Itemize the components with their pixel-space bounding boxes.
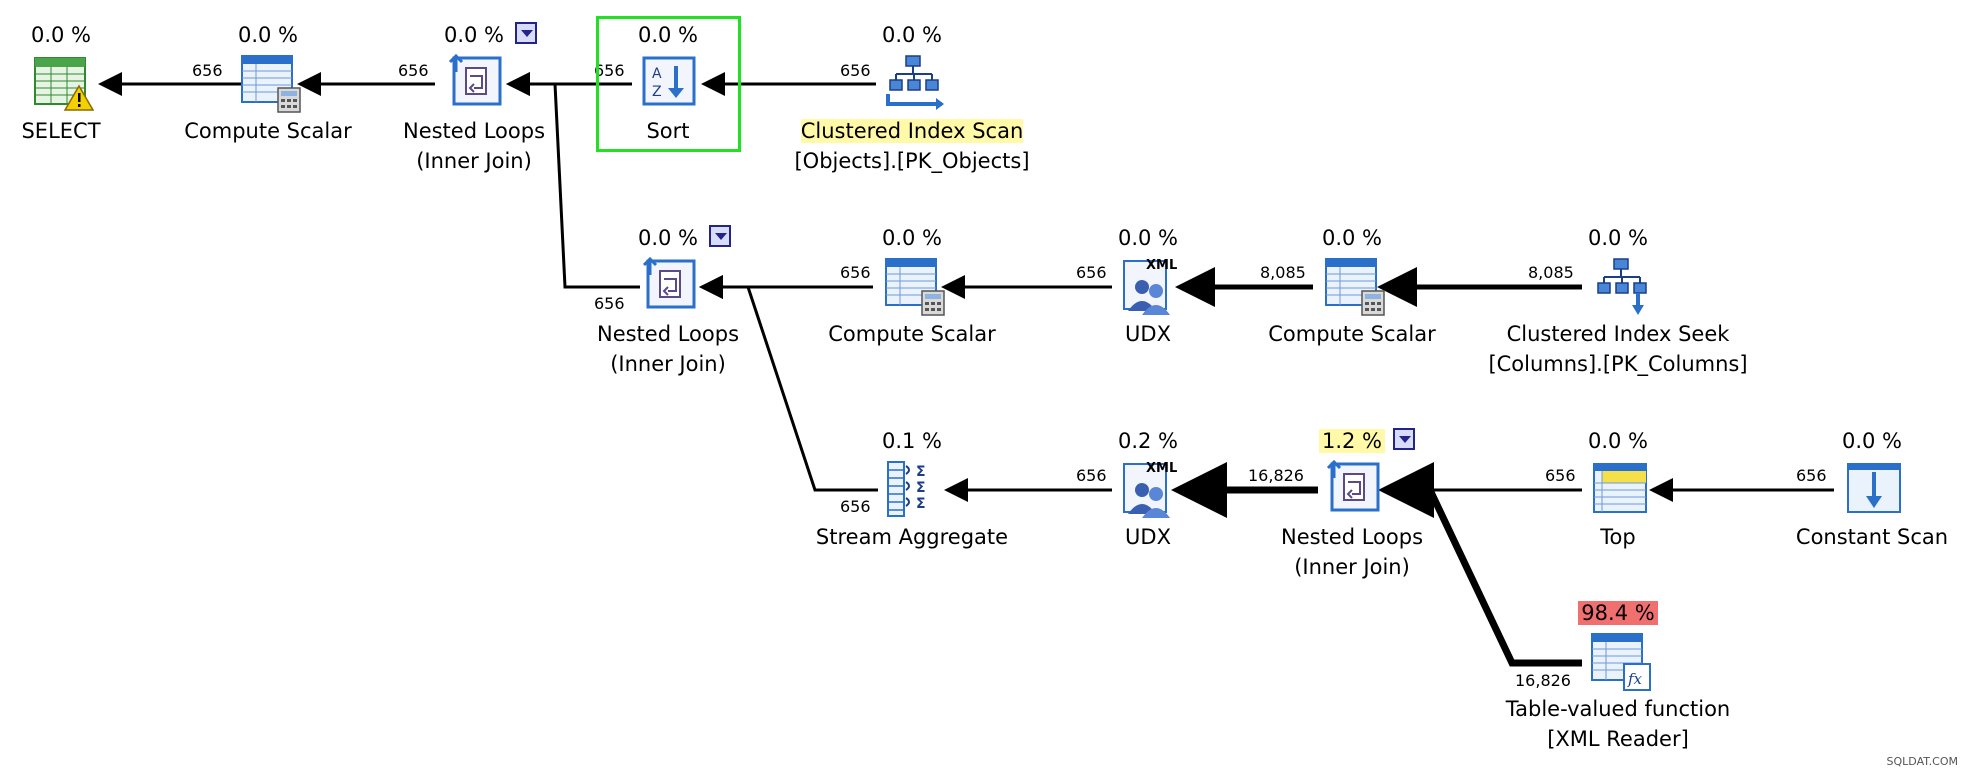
cost-percent: 0.0 % [1587,226,1649,250]
operator-label: Compute Scalar [1268,322,1436,346]
svg-text:fx: fx [1627,670,1643,688]
row-count-cs1-select: 656 [192,61,223,80]
compute-scalar-icon[interactable] [884,255,946,317]
row-count-const-top: 656 [1796,466,1827,485]
udx-xml-text: XML [1146,258,1177,273]
nested-loops-icon[interactable] [1324,458,1386,520]
cost-percent: 0.0 % [443,23,505,47]
cost-percent: 0.0 % [1117,226,1179,250]
watermark-text: SQLDAT.COM [1886,755,1958,768]
row-count-nl2-nl1: 656 [594,294,625,313]
udx-icon[interactable]: XML [1120,255,1182,317]
nested-loops-icon[interactable] [640,255,702,317]
cost-percent: 0.0 % [237,23,299,47]
operator-label: Compute Scalar [828,322,996,346]
warning-dropdown-button[interactable] [515,22,537,44]
row-count-seek-cs3: 8,085 [1528,263,1574,282]
operator-label: UDX [1125,322,1171,346]
row-count-sa-nl2: 656 [840,497,871,516]
udx-icon[interactable]: XML [1120,458,1182,520]
operator-label: Constant Scan [1795,525,1949,549]
operator-label: Table-valued function[XML Reader] [1505,697,1731,751]
operator-label: Sort [646,119,690,143]
operator-label: UDX [1125,525,1171,549]
cost-percent: 0.0 % [30,23,92,47]
cost-percent: 0.0 % [1841,429,1903,453]
nested-loops-icon[interactable] [446,52,508,114]
compute-scalar-icon[interactable] [1324,255,1386,317]
clustered-index-scan-icon[interactable] [884,52,946,114]
svg-text:A: A [652,66,662,82]
top-icon[interactable] [1590,458,1652,520]
cost-percent: 0.0 % [881,23,943,47]
operator-label: Nested Loops(Inner Join) [402,119,546,173]
edge-nl2-nl1 [506,72,640,289]
operator-label: SELECT [21,119,101,143]
row-count-cs3-udx1: 8,085 [1260,263,1306,282]
operator-label: Compute Scalar [184,119,352,143]
selected-operator-frame [596,16,741,152]
udx-xml-text: XML [1146,461,1177,476]
svg-text:Σ: Σ [916,464,926,480]
cost-percent: 0.1 % [881,429,943,453]
cost-percent: 98.4 % [1498,600,1738,626]
operator-label: Clustered Index Seek[Columns].[PK_Column… [1488,322,1748,376]
operator-label: Nested Loops(Inner Join) [1280,525,1424,579]
constant-scan-icon[interactable] [1844,458,1906,520]
clustered-index-seek-icon[interactable] [1590,255,1652,317]
svg-text:Σ: Σ [916,480,926,496]
svg-text:Z: Z [652,84,662,100]
row-count-cis-sort: 656 [840,61,871,80]
row-count-tvf-nl3: 16,826 [1515,671,1571,690]
svg-text:Σ: Σ [916,496,926,512]
row-count-top-nl3: 656 [1545,466,1576,485]
cost-percent: 0.0 % [881,226,943,250]
operator-label: Nested Loops(Inner Join) [596,322,740,376]
select-icon[interactable] [33,52,95,114]
operator-label: Clustered Index Scan[Objects].[PK_Object… [794,119,1030,173]
table-valued-function-icon[interactable]: fx [1590,630,1652,692]
edge-sa-nl2 [699,275,878,492]
cost-percent: 0.0 % [637,226,699,250]
warning-dropdown-button[interactable] [709,225,731,247]
edge-tvf-nl3 [1378,462,1582,667]
row-count-sort-nl1: 656 [594,61,625,80]
cost-percent: 0.0 % [637,23,699,47]
operator-label: Stream Aggregate [815,525,1009,549]
row-count-udx2-sa: 656 [1076,466,1107,485]
warning-dropdown-button[interactable] [1393,428,1415,450]
row-count-udx1-cs2: 656 [1076,263,1107,282]
row-count-nl3-udx2: 16,826 [1248,466,1304,485]
cost-percent: 0.2 % [1117,429,1179,453]
row-count-cs2-nl2: 656 [840,263,871,282]
cost-percent: 0.0 % [1321,226,1383,250]
compute-scalar-icon[interactable] [240,52,302,114]
operator-label: Top [1600,525,1636,549]
cost-percent: 0.0 % [1587,429,1649,453]
cost-percent: 1.2 % [1232,428,1472,454]
row-count-nl1-cs1: 656 [398,61,429,80]
